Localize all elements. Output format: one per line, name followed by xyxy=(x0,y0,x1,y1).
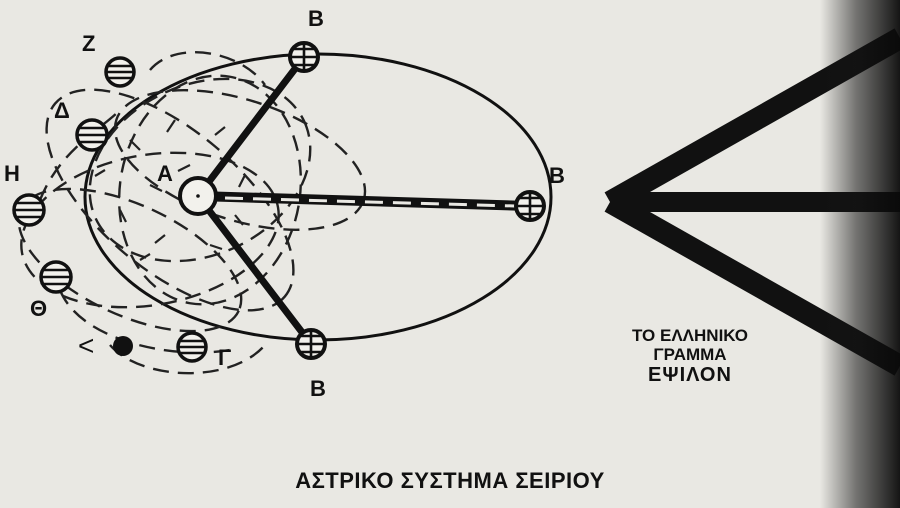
sirius-a-core xyxy=(196,194,200,198)
epsilon-note-line-2: ΓΡΑΜΜΑ xyxy=(653,345,727,365)
epsilon-note-line-1: ΤΟ ΕΛΛΗΝΙΚΟ xyxy=(631,326,749,345)
label-b-right: Β xyxy=(549,163,565,188)
dark-body xyxy=(113,336,133,356)
label-z: Ζ xyxy=(82,31,96,56)
spoke-white-dashes xyxy=(224,196,516,208)
orbit-ticks xyxy=(94,119,246,261)
label-delta: Δ xyxy=(54,98,70,123)
label-theta: Θ xyxy=(30,296,48,321)
planet-theta xyxy=(39,260,73,294)
label-eta: Η xyxy=(4,161,20,186)
scan-edge-shadow xyxy=(820,0,900,508)
epsilon-note: ΤΟ ΕΛΛΗΝΙΚΟ ΓΡΑΜΜΑ ΕΨΙΛΟΝ xyxy=(600,326,780,386)
direction-arrow-icon: < xyxy=(78,330,95,361)
diagram-caption: ΑΣΤΡΙΚΟ ΣΥΣΤΗΜΑ ΣΕΙΡΙΟΥ xyxy=(295,468,605,493)
planet-delta xyxy=(75,118,109,152)
sirius-b-right xyxy=(514,190,546,222)
label-gamma: Γ xyxy=(218,345,232,370)
sirius-b-bottom xyxy=(295,328,327,360)
label-b-bottom: Β xyxy=(310,376,326,401)
epsilon-note-line-3: ΕΨΙΛΟΝ xyxy=(648,364,732,387)
planet-eta xyxy=(12,193,46,227)
planet-z xyxy=(104,56,136,88)
sirius-b-top xyxy=(288,41,320,73)
dashed-orbits xyxy=(17,51,367,375)
label-b-top: Β xyxy=(308,6,324,31)
label-a: Α xyxy=(157,161,173,186)
planet-gamma xyxy=(176,331,208,363)
